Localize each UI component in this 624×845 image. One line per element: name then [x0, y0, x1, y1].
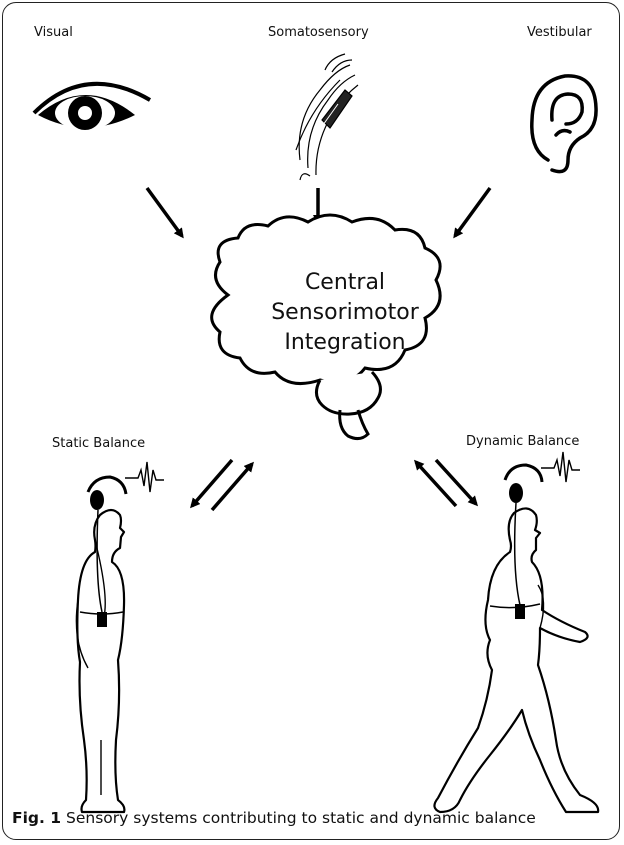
eye-icon [34, 84, 150, 130]
dynamic-balance-label: Dynamic Balance [466, 434, 579, 449]
somatosensory-label: Somatosensory [268, 25, 369, 40]
static-balance-label: Static Balance [52, 436, 145, 451]
dynamic-up-arrow [416, 462, 456, 506]
figure-number: Fig. 1 [12, 809, 61, 827]
feedback-arrows [192, 460, 476, 510]
center-line-3: Integration [225, 328, 465, 358]
static-down-arrow [192, 460, 232, 506]
vestibular-label: Vestibular [527, 25, 592, 40]
ear-icon [532, 76, 596, 172]
visual-label: Visual [34, 25, 73, 40]
caption-text: Sensory systems contributing to static a… [66, 809, 536, 827]
figure-caption: Fig. 1 Sensory systems contributing to s… [12, 809, 536, 827]
skin-icon [296, 54, 358, 180]
center-line-2: Sensorimotor [225, 298, 465, 328]
walking-person-icon [434, 508, 598, 812]
center-line-1: Central [225, 268, 465, 298]
standing-person-icon [76, 510, 124, 812]
vestibular-arrow [455, 188, 490, 236]
dynamic-down-arrow [436, 460, 476, 504]
visual-arrow [147, 188, 182, 236]
static-up-arrow [212, 464, 252, 510]
